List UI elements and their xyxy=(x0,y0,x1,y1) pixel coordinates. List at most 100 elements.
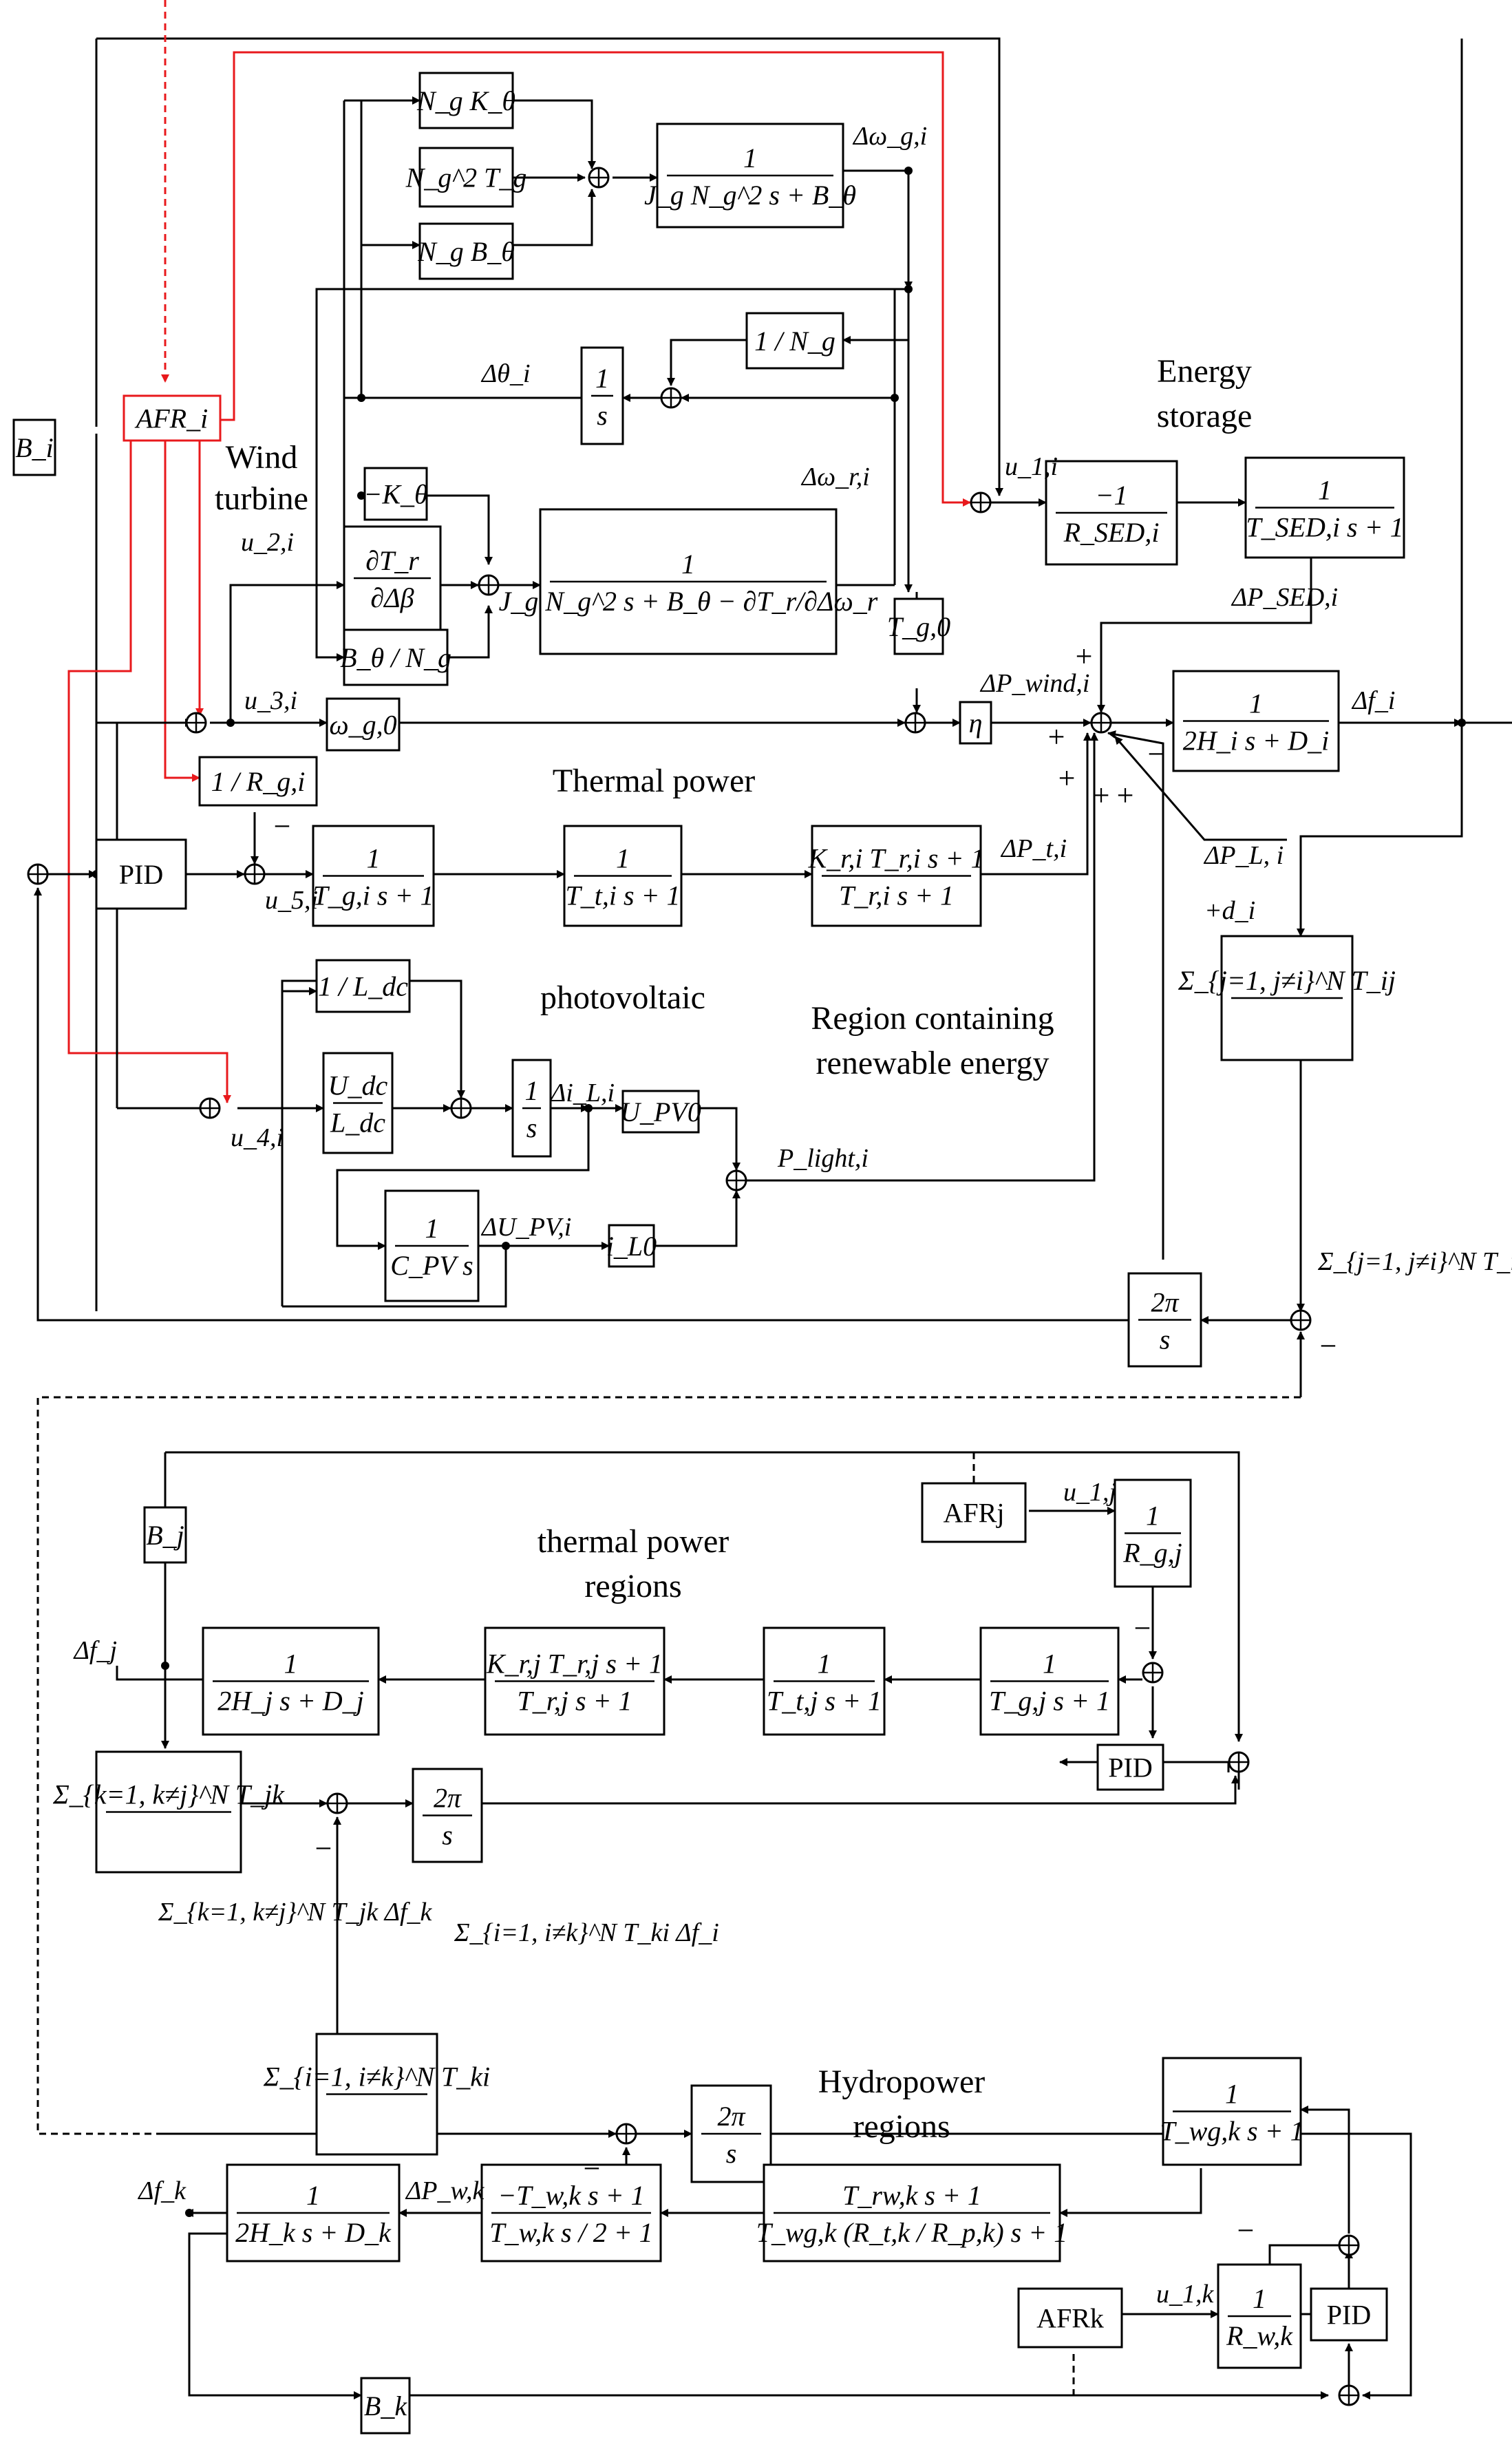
signal-line xyxy=(771,2132,1412,2399)
block-tie_int_j: 2πs xyxy=(412,1768,483,1863)
block-numerator: −T_w,k s + 1 xyxy=(498,2180,644,2211)
storage-label: storage xyxy=(1157,398,1253,434)
summing-junction xyxy=(1338,2384,1360,2406)
block-denominator: J_g N_g^2 s + B_θ − ∂T_r/∂Δω_r xyxy=(499,586,878,617)
block-numerator: K_r,j T_r,j s + 1 xyxy=(486,1649,663,1679)
block-denominator: T_r,i s + 1 xyxy=(839,880,954,911)
signal-line xyxy=(667,339,747,386)
polarity-sign: − xyxy=(1148,737,1165,771)
signal-line xyxy=(513,99,596,169)
signal-tie_sum_j: Σ_{k=1, k≠j}^N T_jk Δf_k xyxy=(158,1898,433,1927)
block-hydro_gov: 1T_wg,k s + 1 xyxy=(1160,2057,1304,2166)
block-b_k: B_k xyxy=(360,2377,411,2435)
signal-line xyxy=(513,189,596,246)
signal-line xyxy=(1114,736,1287,841)
block-numerator: 1 xyxy=(1249,688,1263,719)
block-denominator: T_t,j s + 1 xyxy=(767,1686,882,1717)
polarity-sign: + xyxy=(1048,720,1065,754)
block-label: N_g^2 T_g xyxy=(405,162,527,193)
signal-line xyxy=(747,732,1098,1182)
block-ngb: N_g B_θ xyxy=(417,222,515,280)
junction-dot xyxy=(226,719,235,727)
block-label: 1 / L_dc xyxy=(318,971,408,1002)
block-numerator: T_rw,k s + 1 xyxy=(842,2180,981,2211)
signal-line xyxy=(1097,554,1312,713)
block-numerator: ∂T_r xyxy=(365,545,419,576)
signal-line xyxy=(315,288,908,661)
block-denominator: 2H_k s + D_k xyxy=(235,2217,392,2248)
block-pid_j: PID xyxy=(1096,1743,1164,1791)
polarity-sign: − xyxy=(584,2152,601,2185)
block-pid_k: PID xyxy=(1310,2287,1388,2342)
block-eta: η xyxy=(959,701,992,745)
junction-dot xyxy=(502,1242,510,1250)
signal-u1k: u_1,k xyxy=(1156,2280,1215,2309)
u1-feed-line xyxy=(96,37,1003,496)
summing-junction xyxy=(660,387,682,409)
block-denominator: C_PV s xyxy=(390,1250,473,1281)
signal-line xyxy=(654,1190,741,1247)
renewable-label-2: renewable energy xyxy=(816,1045,1050,1081)
block-label: PID xyxy=(1108,1752,1152,1783)
block-b_j: B_j xyxy=(143,1506,187,1564)
block-sed_tf: 1T_SED,i s + 1 xyxy=(1244,456,1405,559)
block-btheta_ng: B_θ / N_g xyxy=(340,628,451,686)
renewable-label-1: Region containing xyxy=(811,1000,1054,1037)
signal-line xyxy=(1107,730,1164,1260)
block-gov_j: 1T_g,j s + 1 xyxy=(979,1626,1120,1736)
photovoltaic-label: photovoltaic xyxy=(540,979,705,1016)
signal-d_upv: ΔU_PV,i xyxy=(480,1213,571,1242)
block-numerator: 1 xyxy=(1318,475,1332,506)
signal-u1: u_1,i xyxy=(1005,452,1058,481)
summing-junction xyxy=(615,2123,637,2145)
junction-dot xyxy=(185,2209,193,2217)
signal-d_omega_r: Δω_r,i xyxy=(800,463,870,491)
summing-junction xyxy=(478,574,500,596)
block-area_k: 1 2H_k s + D_k xyxy=(226,2163,401,2262)
block-rotor_tf: 1J_g N_g^2 s + B_θ − ∂T_r/∂Δω_r xyxy=(499,508,878,655)
junction-dot xyxy=(891,394,899,402)
signal-dp_wind: ΔP_wind,i xyxy=(979,669,1089,698)
signal-line xyxy=(165,1451,1243,1742)
block-denominator: T_w,k s / 2 + 1 xyxy=(489,2217,652,2248)
block-denominator: R_w,k xyxy=(1226,2320,1293,2351)
block-denominator: s xyxy=(442,1820,453,1851)
summing-junction xyxy=(185,712,207,734)
block-numerator: 1 xyxy=(595,363,609,394)
block-pid_i: PID xyxy=(95,838,187,910)
block-numerator: 1 xyxy=(306,2180,320,2211)
polarity-sign: + xyxy=(1117,778,1134,812)
summing-junction xyxy=(326,1792,348,1814)
turbine-label: turbine xyxy=(215,480,308,517)
block-label: η xyxy=(969,708,983,739)
summing-junction xyxy=(904,712,926,734)
block-numerator: 1 xyxy=(1146,1501,1160,1531)
block-reheat_i: K_r,i T_r,i s + 1T_r,i s + 1 xyxy=(808,825,984,927)
polarity-sign: + xyxy=(1093,778,1110,812)
block-label: 1 / N_g xyxy=(754,326,835,357)
block-label: i_L0 xyxy=(606,1231,657,1262)
block-denominator: ∂Δβ xyxy=(370,582,414,613)
block-tg0: T_g,0 xyxy=(887,597,950,655)
signal-p_light: P_light,i xyxy=(777,1144,869,1173)
block-inv_ldc: 1 / L_dc xyxy=(315,959,411,1013)
summing-junction xyxy=(1338,2234,1360,2256)
block-afr_j: AFRj xyxy=(921,1482,1027,1543)
block-denominator: T_t,i s + 1 xyxy=(565,880,680,911)
summing-junction xyxy=(1290,1309,1312,1331)
block-upv0: U_PV0 xyxy=(620,1090,701,1134)
block-penstock: −T_w,k s + 1 T_w,k s / 2 + 1 xyxy=(480,2163,662,2262)
block-turb_i: 1T_t,i s + 1 xyxy=(563,825,683,927)
block-area_i: 12H_i s + D_i xyxy=(1172,670,1340,772)
block-numerator: 2π xyxy=(717,2101,745,2132)
block-reheat_j: K_r,j T_r,j s + 1T_r,j s + 1 xyxy=(484,1626,666,1736)
block-il0: i_L0 xyxy=(606,1224,657,1268)
polarity-sign: − xyxy=(1237,2214,1255,2247)
block-numerator: 1 xyxy=(1253,2283,1266,2314)
block-tie_i: Σ_{j=1, j≠i}^N T_ij xyxy=(1178,935,1396,1061)
polarity-sign: − xyxy=(274,809,291,843)
block-denominator: 2H_j s + D_j xyxy=(217,1686,364,1717)
block-inv_rg_i: 1 / R_g,i xyxy=(198,756,318,807)
signal-line xyxy=(427,494,493,565)
